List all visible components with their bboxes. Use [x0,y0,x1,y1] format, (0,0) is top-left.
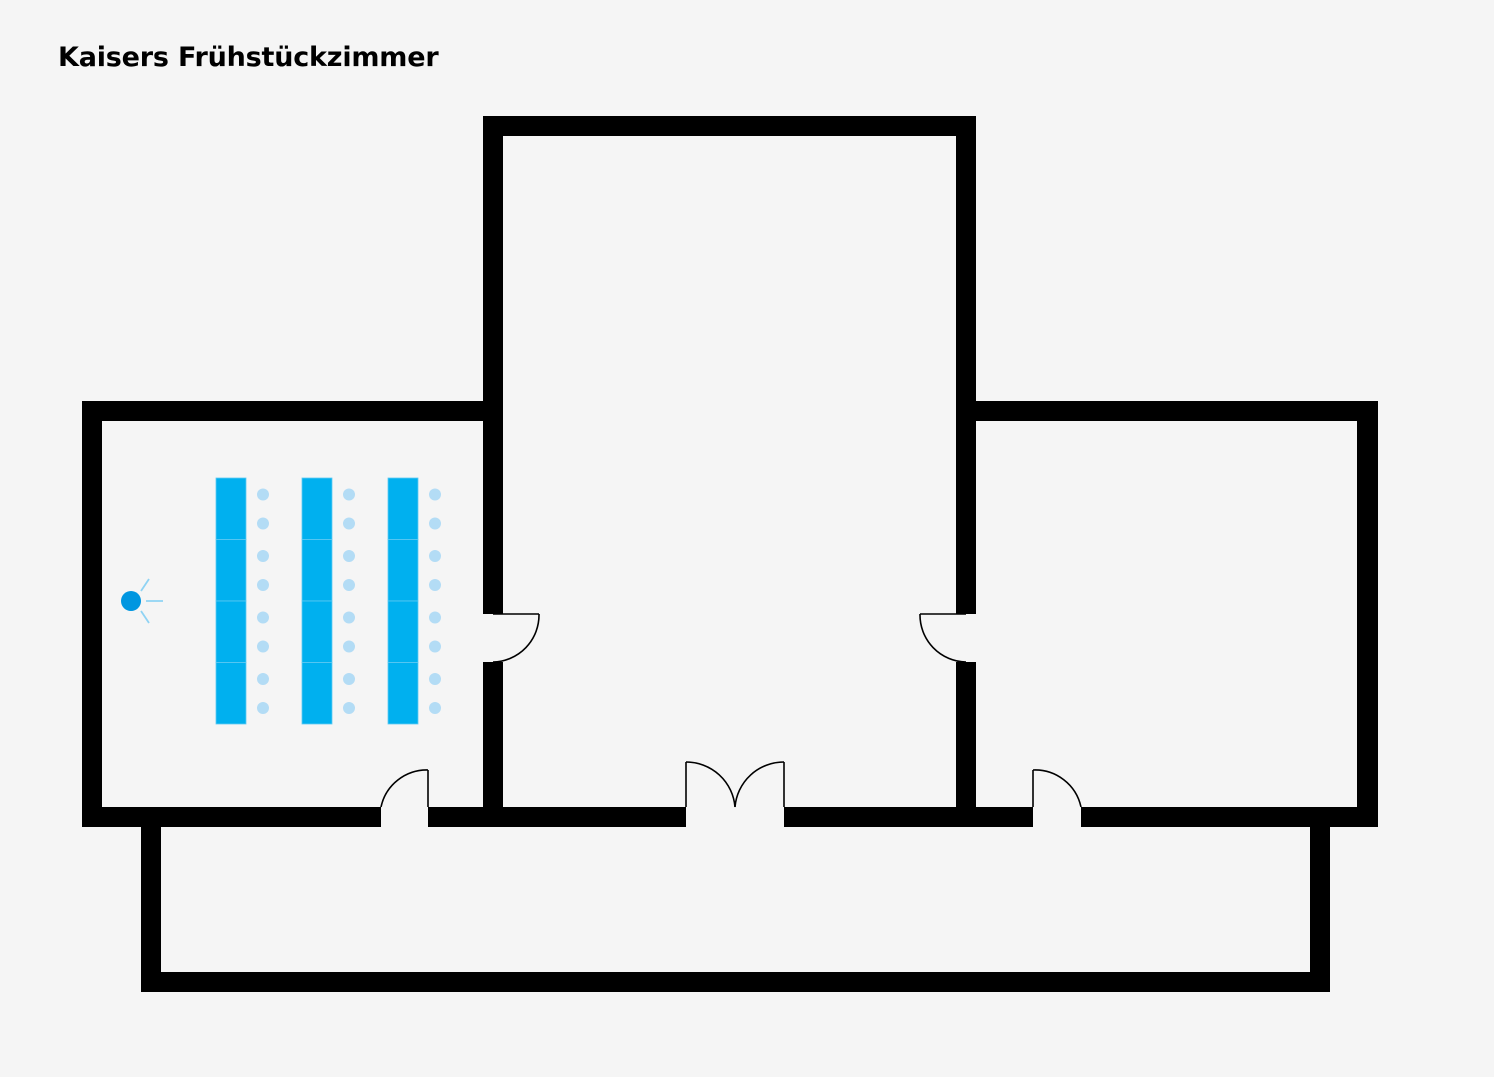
table-segment [301,539,333,602]
right-room-right-wall [1357,401,1378,827]
center-room-left-wall-upper [483,116,503,614]
walls [82,116,1378,992]
chair [429,673,441,685]
door-center-double[interactable] [685,761,785,808]
speaker-ray-bottom [140,610,150,624]
chair [343,517,355,530]
left-room-top-wall [82,401,503,421]
table-segment [215,477,247,540]
chair [257,611,269,624]
chair [257,673,269,685]
center-room-right-wall-upper [956,116,976,614]
left-room-left-wall [82,401,102,827]
chair-rows [257,488,441,714]
chair [429,611,441,624]
divider-wall-segment-3 [784,807,1033,827]
corridor-right-wall [1310,807,1330,992]
chair [343,611,355,624]
center-room-left-wall-lower [483,662,503,827]
table-segment [215,539,247,602]
chair [257,702,269,714]
table-segment [387,477,419,540]
door-center-right[interactable] [919,613,967,663]
chair [343,640,355,653]
table-segment [301,662,333,725]
center-room-right-wall-lower [956,662,976,827]
table-segment [215,600,247,663]
center-room-top-wall [483,116,976,136]
table-segment [215,662,247,725]
right-room-top-wall [956,401,1378,421]
table-columns [215,477,419,725]
divider-wall-segment-2 [428,807,686,827]
chair [257,488,269,501]
chair [429,579,441,591]
chair [257,517,269,530]
chair [429,550,441,562]
divider-wall-segment-4 [1081,807,1378,827]
door-center-left[interactable] [492,613,540,663]
speaker-dot [121,591,141,611]
chair [343,673,355,685]
table-segment [301,477,333,540]
page-title: Kaisers Frühstückzimmer [58,42,439,73]
door-left-room[interactable] [380,769,429,808]
speaker-ray-top [140,578,150,592]
divider-wall-segment-1 [82,807,381,827]
chair [257,640,269,653]
chair [343,488,355,501]
table-segment [387,600,419,663]
chair [257,579,269,591]
corridor-bottom-wall [141,972,1330,992]
chair [343,550,355,562]
chair [257,550,269,562]
table-segment [301,600,333,663]
speaker-position [121,578,163,624]
chair [429,702,441,714]
table-segment [387,539,419,602]
chair [429,517,441,530]
chair [429,488,441,501]
chair [343,702,355,714]
chair [343,579,355,591]
corridor-left-wall [141,807,161,992]
doors [380,613,1082,808]
table-segment [387,662,419,725]
chair [429,640,441,653]
door-right-room[interactable] [1032,769,1082,808]
